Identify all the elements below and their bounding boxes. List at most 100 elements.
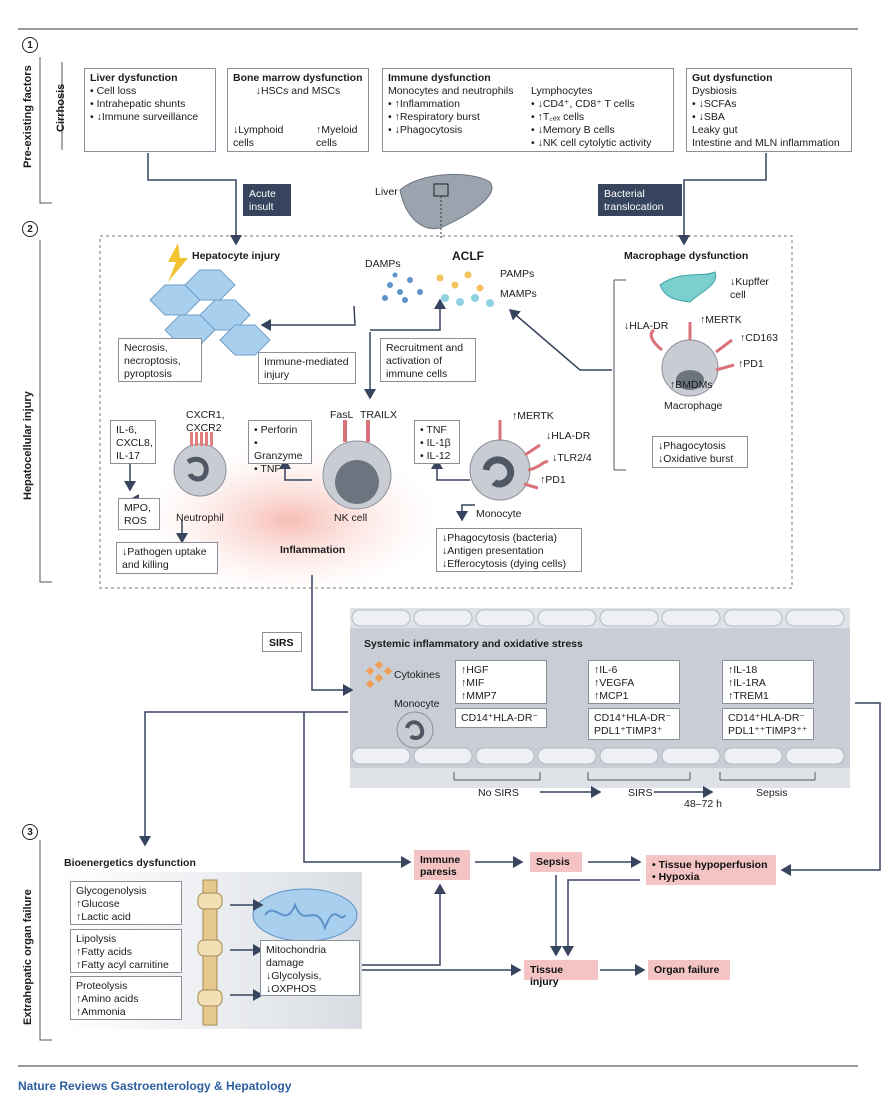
mono-hla-label: ↓HLA-DR [546,430,591,442]
bracket-1 [39,57,52,204]
hsc-line: ↓HSCs and MSCs [255,85,341,97]
lipolysis-box: Lipolysis↑Fatty acids↑Fatty acyl carniti… [70,929,182,973]
hepatocyte-cells [149,269,271,356]
mono-pd1-label: ↑PD1 [540,474,566,486]
monocyte-label: Monocyte [476,508,522,520]
cirrhosis-label: Cirrhosis [55,83,67,132]
section-2-marker: 2 [22,221,38,237]
list-item: ↓SBA [692,111,846,124]
mono-cytokine-box: TNFIL-1βIL-12 [414,420,460,464]
glycogenolysis-box: Glycogenolysis↑Glucose↑Lactic acid [70,881,182,925]
pamps-dots [436,271,484,292]
macro-cd163-label: ↑CD163 [740,332,778,344]
liver-shape [399,174,493,230]
mpo-box: MPO,ROS [118,498,160,530]
fasl-label: FasL [330,409,354,421]
proteolysis-box: Proteolysis↑Amino acids↑Ammonia [70,976,182,1020]
leaky-gut-text: Leaky gut [692,124,738,136]
cytokine-dots [365,660,393,689]
stage-nosirs: No SIRS [478,787,519,799]
stage-sirs: SIRS [628,787,653,799]
mono-mertk-label: ↑MERTK [512,410,554,422]
bioenergetics-title: Bioenergetics dysfunction [64,857,196,869]
bmdm-label: ↑BMDMs [670,379,713,391]
section-1-marker: 1 [22,37,38,53]
macro-mertk-label: ↑MERTK [700,314,742,326]
nk-effector-box: PerforinGranzymeTNF [248,420,312,475]
immune-dysfunction-box: Immune dysfunction Monocytes and neutrop… [382,68,674,152]
immune-dysfunction-title: Immune dysfunction [388,72,491,84]
aclf-title: ACLF [452,249,484,263]
mono-tlr-label: ↓TLR2/4 [552,452,592,464]
liver-label: Liver [375,186,398,198]
list-item: Cell loss [90,85,210,98]
mamps-label: MAMPs [500,288,537,300]
x-label: X [390,409,398,421]
hepatocellular-label: Hepatocellular injury [22,391,34,500]
neutrophil-label: Neutrophil [176,512,224,524]
necrosis-box: Necrosis,necroptosis,pyroptosis [118,338,202,382]
extrahepatic-label: Extrahepatic organ failure [22,889,34,1025]
organ-failure-box: Organ failure [648,960,730,980]
mono-neutro-group: Monocytes and neutrophils ↑Inflammation↑… [388,85,514,137]
hepatocyte-injury-title: Hepatocyte injury [192,250,281,262]
vessel-monocyte-label: Monocyte [394,698,440,710]
cytokines-label: Cytokines [394,669,441,681]
sirs-cytokine-box: ↑IL-6↑VEGFA↑MCP1 [588,660,680,704]
cxcr-label: CXCR1,CXCR2 [186,409,225,434]
sirs-tag: SIRS [262,632,302,652]
damps-dots [382,272,423,303]
pre-existing-label: Pre-existing factors [22,65,34,168]
macro-effect-box: ↓Phagocytosis↓Oxidative burst [652,436,748,468]
bracket-2 [39,240,52,583]
systemic-title: Systemic inflammatory and oxidative stre… [364,638,583,650]
vessel-monocyte [396,711,434,749]
nosirs-marker-box: CD14⁺HLA-DR⁻ [455,708,547,728]
monocyte-cell [469,439,531,501]
kupffer-shape [659,271,717,303]
macrophage-label: Macrophage [664,400,723,412]
lymphocyte-group: Lymphocytes ↓CD4⁺, CD8⁺ T cells↑T꜀ₑₓ cel… [531,85,651,150]
liver-dysfunction-box: Liver dysfunction Cell loss Intrahepatic… [84,68,216,152]
bone-marrow-title: Bone marrow dysfunction [233,72,363,84]
list-item: ↓SCFAs [692,98,846,111]
liver-dysfunction-title: Liver dysfunction [90,72,178,84]
damps-label: DAMPs [365,258,401,270]
macrophage-dysfunction-title: Macrophage dysfunction [624,250,749,262]
hypoperfusion-box: • Tissue hypoperfusion• Hypoxia [646,855,776,885]
mono-effect-box: ↓Phagocytosis (bacteria)↓Antigen present… [436,528,582,572]
macro-hla-label: ↓HLA-DR [624,320,669,332]
section-3-marker: 3 [22,824,38,840]
footer-journal: Nature Reviews Gastroenterology & Hepato… [18,1079,292,1093]
tissue-injury-box: Tissue injury [524,960,598,988]
mamps-dots [441,294,494,307]
list-item: ↓Immune surveillance [90,111,210,124]
nk-cell-label: NK cell [334,512,368,524]
macro-pd1-label: ↑PD1 [738,358,764,370]
sepsis-cytokine-box: ↑IL-18↑IL-1RA↑TREM1 [722,660,814,704]
bone-marrow-box: Bone marrow dysfunction ↓HSCs and MSCs ↓… [227,68,369,152]
bracket-3 [39,840,52,1041]
dysbiosis-text: Dysbiosis [692,85,737,97]
sepsis-marker-box: CD14⁺HLA-DR⁻PDL1⁺⁺TIMP3⁺⁺ [722,708,814,740]
sepsis-box: Sepsis [530,852,582,872]
gut-dysfunction-box: Gut dysfunction Dysbiosis ↓SCFAs↓SBA Lea… [686,68,852,152]
hours-label: 48–72 h [684,798,722,810]
inflammation-label: Inflammation [280,544,346,556]
neutro-cytokine-box: IL-6,CXCL8,IL-17 [110,420,156,464]
gut-dysfunction-title: Gut dysfunction [692,72,773,84]
trail-label: TRAIL [360,409,390,421]
mln-text: Intestine and MLN inflammation [692,137,840,149]
pamps-label: PAMPs [500,268,535,280]
neutrophil-cell [173,443,227,497]
